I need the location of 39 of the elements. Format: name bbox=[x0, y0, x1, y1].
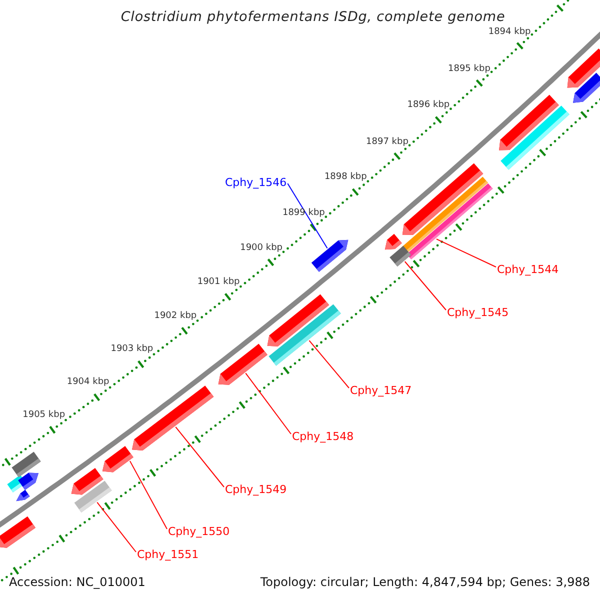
gene-label: Cphy_1546 bbox=[225, 177, 287, 188]
scale-label: 1897 kbp bbox=[366, 138, 408, 147]
scale-label: 1899 kbp bbox=[282, 208, 325, 218]
gene-label: Cphy_1547 bbox=[350, 385, 412, 396]
leader-line bbox=[308, 340, 350, 388]
gene-label: Cphy_1544 bbox=[497, 264, 559, 275]
leader-line bbox=[404, 261, 446, 310]
scale-label: 1903 kbp bbox=[110, 345, 154, 354]
leader-line bbox=[436, 238, 496, 268]
leader-line bbox=[96, 502, 136, 552]
leader-line bbox=[129, 460, 168, 530]
diagram-title: Clostridium phytofermentans ISDg, complete genome bbox=[120, 11, 506, 24]
scale-label: 1894 kbp bbox=[488, 28, 531, 37]
gene-feature bbox=[102, 446, 134, 472]
gene-block bbox=[406, 183, 493, 260]
gene-label: Cphy_1545 bbox=[447, 307, 509, 318]
accession-text: Accession: NC_010001 bbox=[9, 576, 146, 588]
gene-block bbox=[74, 480, 112, 512]
scale-label: 1896 kbp bbox=[407, 101, 450, 110]
gene-block bbox=[268, 304, 341, 366]
scale-label: 1904 kbp bbox=[66, 378, 110, 388]
gene-feature bbox=[311, 240, 348, 272]
leader-line bbox=[175, 426, 224, 488]
scale-label: 1905 kbp bbox=[22, 410, 66, 420]
gene-block bbox=[390, 246, 411, 266]
gene-feature bbox=[132, 386, 214, 450]
gene-label: Cphy_1551 bbox=[137, 549, 199, 560]
gene-label: Cphy_1550 bbox=[168, 526, 230, 537]
scale-label: 1901 kbp bbox=[197, 278, 240, 287]
gene-label: Cphy_1549 bbox=[225, 484, 287, 495]
scale-label: 1900 kbp bbox=[240, 244, 283, 253]
genome-stats-text: Topology: circular; Length: 4,847,594 bp; Genes: 3,988 bbox=[260, 576, 590, 588]
gene-feature bbox=[218, 344, 268, 385]
scale-label: 1902 kbp bbox=[154, 312, 197, 321]
gene-label: Cphy_1548 bbox=[292, 431, 354, 442]
leader-line bbox=[287, 183, 328, 249]
leader-line bbox=[245, 372, 292, 434]
scale-label: 1895 kbp bbox=[448, 64, 490, 74]
scale-label: 1898 kbp bbox=[324, 173, 367, 182]
